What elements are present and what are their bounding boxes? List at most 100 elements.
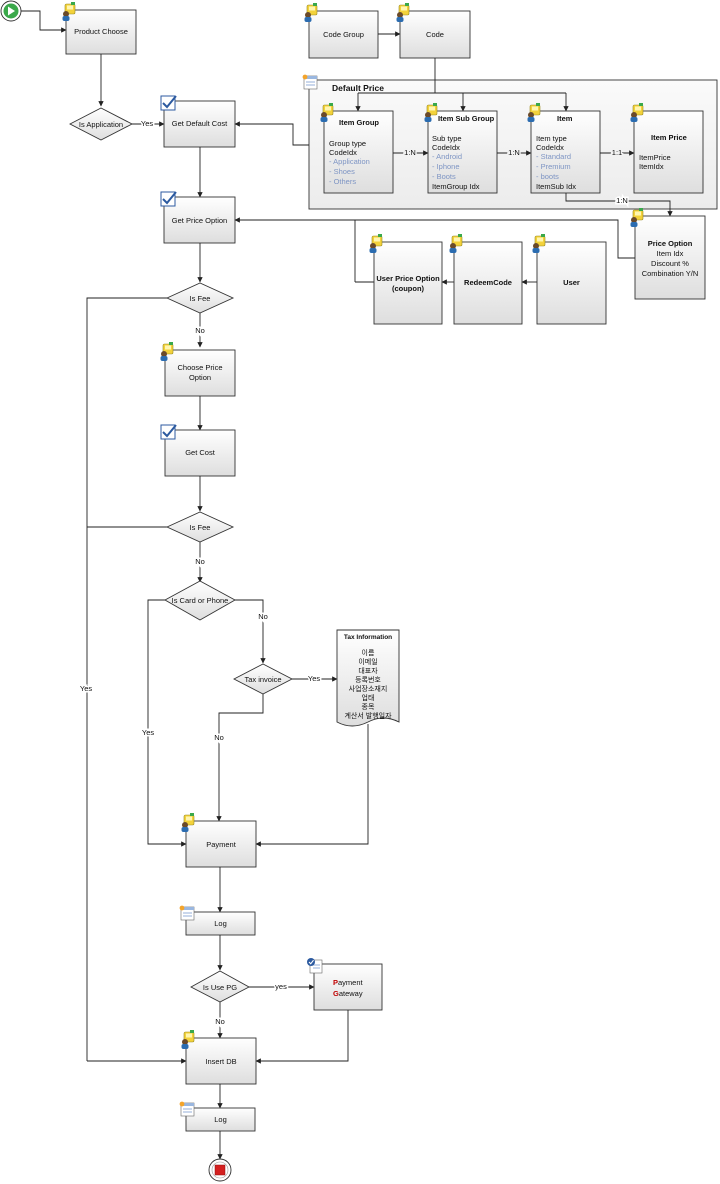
svg-text:Price Option: Price Option xyxy=(648,239,693,248)
get-default-cost-box[interactable]: Get Default Cost xyxy=(163,100,236,148)
svg-text:- boots: - boots xyxy=(536,172,559,181)
svg-text:Is Card or Phone: Is Card or Phone xyxy=(172,596,229,605)
svg-text:업태: 업태 xyxy=(362,694,375,702)
code-group-box[interactable]: Code Group xyxy=(308,10,379,59)
svg-text:Item Price: Item Price xyxy=(651,133,687,142)
stop-icon xyxy=(214,1164,226,1176)
svg-text:Get Price Option: Get Price Option xyxy=(172,216,227,225)
svg-text:Option: Option xyxy=(189,373,211,382)
svg-text:Item type: Item type xyxy=(536,134,567,143)
relation-label: 1:1 xyxy=(612,148,622,157)
product-choose-box[interactable]: Product Choose xyxy=(65,9,137,55)
relation-label: 1:N xyxy=(616,196,628,205)
payment-box[interactable]: Payment xyxy=(185,820,257,868)
svg-text:- Shoes: - Shoes xyxy=(329,167,355,176)
svg-text:ItemPrice: ItemPrice xyxy=(639,153,671,162)
is-application-decision[interactable]: Is Application xyxy=(69,107,133,141)
connector xyxy=(234,217,635,259)
svg-text:Code Group: Code Group xyxy=(323,30,364,39)
svg-text:Is Fee: Is Fee xyxy=(190,294,211,303)
yes-label: Yes xyxy=(142,728,154,737)
svg-text:Item Idx: Item Idx xyxy=(657,249,684,258)
connector xyxy=(216,694,264,822)
svg-text:Discount %: Discount % xyxy=(651,259,689,268)
svg-text:Item Group: Item Group xyxy=(339,118,379,127)
payment-gateway-box[interactable]: Payment Gateway xyxy=(313,963,383,1011)
svg-text:ItemGroup Idx: ItemGroup Idx xyxy=(432,182,480,191)
svg-text:Tax invoice: Tax invoice xyxy=(244,675,281,684)
relation-label: 1:N xyxy=(404,148,416,157)
is-fee-decision[interactable]: Is Fee xyxy=(165,282,235,314)
svg-text:- Application: - Application xyxy=(329,157,370,166)
checklist-icon xyxy=(160,424,177,440)
connector xyxy=(86,297,167,1061)
user-box[interactable]: User xyxy=(536,241,607,325)
svg-text:Combination Y/N: Combination Y/N xyxy=(642,269,699,278)
log-box[interactable]: Log xyxy=(185,911,256,936)
svg-text:Code: Code xyxy=(426,30,444,39)
svg-text:Tax Information: Tax Information xyxy=(344,634,392,641)
yes-label: Yes xyxy=(141,119,153,128)
checklist-icon xyxy=(160,95,177,111)
svg-text:Get Default Cost: Get Default Cost xyxy=(172,119,228,128)
log-sheet-icon xyxy=(179,1101,195,1117)
get-cost-box[interactable]: Get Cost xyxy=(164,429,236,477)
svg-text:이메일: 이메일 xyxy=(358,657,377,666)
table-icon xyxy=(302,74,318,90)
svg-text:- Premium: - Premium xyxy=(536,162,571,171)
svg-text:종목: 종목 xyxy=(362,703,375,711)
item-group-entity[interactable]: Item Group Group type CodeIdx - Applicat… xyxy=(323,110,394,194)
log-sheet-icon xyxy=(179,905,195,921)
is-fee-decision[interactable]: Is Fee xyxy=(165,511,235,543)
user-price-option-box[interactable]: User Price Option (coupon) xyxy=(373,241,443,325)
insert-db-box[interactable]: Insert DB xyxy=(185,1037,257,1085)
start-terminator xyxy=(0,0,22,22)
code-box[interactable]: Code xyxy=(399,10,471,59)
svg-text:- Boots: - Boots xyxy=(432,172,456,181)
relation-label: 1:N xyxy=(508,148,520,157)
price-option-entity[interactable]: Price Option Item Idx Discount % Combina… xyxy=(634,215,706,300)
svg-text:- Iphone: - Iphone xyxy=(432,162,460,171)
choose-price-option-box[interactable]: Choose Price Option xyxy=(164,349,236,397)
svg-text:Log: Log xyxy=(214,919,227,928)
connector xyxy=(147,599,187,847)
connector xyxy=(21,10,67,33)
is-use-pg-decision[interactable]: Is Use PG xyxy=(190,970,250,1003)
check-sheet-icon xyxy=(306,957,323,974)
svg-text:RedeemCode: RedeemCode xyxy=(464,278,512,287)
no-label: No xyxy=(258,612,268,621)
svg-text:Group type: Group type xyxy=(329,139,366,148)
tax-invoice-decision[interactable]: Tax invoice xyxy=(233,663,293,695)
connector xyxy=(255,724,369,847)
checklist-icon xyxy=(160,191,177,207)
item-sub-group-entity[interactable]: Item Sub Group Sub type CodeIdx - Androi… xyxy=(427,110,498,194)
log-box[interactable]: Log xyxy=(185,1107,256,1132)
yes-label: Yes xyxy=(308,674,320,683)
get-price-option-box[interactable]: Get Price Option xyxy=(163,196,236,244)
connector xyxy=(565,193,673,217)
svg-text:(coupon): (coupon) xyxy=(392,284,425,293)
yes-label: yes xyxy=(275,982,287,991)
svg-text:Gateway: Gateway xyxy=(333,989,363,998)
redeem-code-box[interactable]: RedeemCode xyxy=(453,241,523,325)
svg-text:Get Cost: Get Cost xyxy=(185,448,216,457)
item-entity[interactable]: Item Item type CodeIdx - Standard - Prem… xyxy=(530,110,601,194)
svg-text:Is Application: Is Application xyxy=(79,120,123,129)
svg-text:- Android: - Android xyxy=(432,152,462,161)
svg-text:Payment: Payment xyxy=(206,840,237,849)
svg-text:Insert DB: Insert DB xyxy=(205,1057,236,1066)
svg-text:이름: 이름 xyxy=(362,648,375,657)
svg-text:ItemIdx: ItemIdx xyxy=(639,162,664,171)
svg-text:Sub type: Sub type xyxy=(432,134,462,143)
svg-text:등록번호: 등록번호 xyxy=(355,675,381,684)
item-price-entity[interactable]: Item Price ItemPrice ItemIdx xyxy=(633,110,704,194)
end-terminator xyxy=(208,1158,232,1182)
is-card-or-phone-decision[interactable]: Is Card or Phone xyxy=(164,580,236,621)
connector xyxy=(235,599,266,664)
svg-text:사업장소재지: 사업장소재지 xyxy=(349,684,388,693)
svg-text:CodeIdx: CodeIdx xyxy=(536,143,564,152)
no-label: No xyxy=(214,733,224,742)
svg-text:Item Sub Group: Item Sub Group xyxy=(438,114,495,123)
no-label: No xyxy=(215,1017,225,1026)
